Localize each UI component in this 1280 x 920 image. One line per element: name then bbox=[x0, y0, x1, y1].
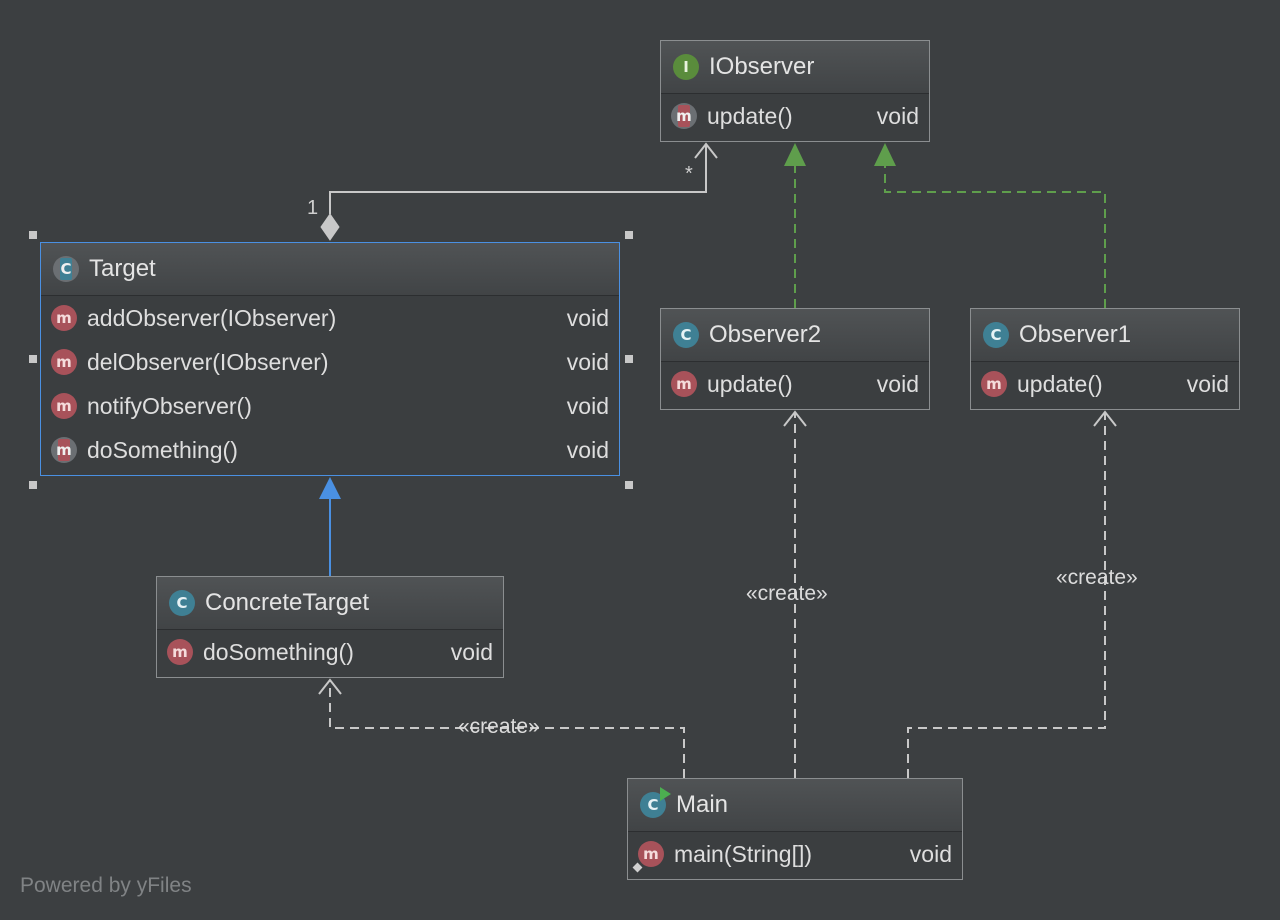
class-icon: C bbox=[983, 322, 1009, 348]
method-return-type: void bbox=[566, 348, 609, 375]
node-header: C Main bbox=[628, 779, 962, 832]
method-return-type: void bbox=[909, 840, 952, 867]
method-row[interactable]: m update() void bbox=[971, 362, 1239, 406]
class-icon: C bbox=[169, 590, 195, 616]
method-name: update() bbox=[1017, 370, 1103, 397]
method-name: doSomething() bbox=[203, 638, 354, 665]
visibility-icon bbox=[632, 862, 643, 873]
realization-arrowhead bbox=[784, 143, 806, 166]
resize-handle-bottom-right[interactable] bbox=[625, 481, 633, 489]
aggregation-edge[interactable] bbox=[320, 142, 718, 241]
node-title: IObserver bbox=[709, 53, 815, 80]
node-title: Observer1 bbox=[1019, 321, 1132, 348]
method-name: main(String[]) bbox=[674, 840, 813, 867]
interface-icon: I bbox=[673, 54, 699, 80]
method-name: notifyObserver() bbox=[87, 392, 252, 419]
method-return-type: void bbox=[876, 102, 919, 129]
realization-edge-observer1[interactable] bbox=[874, 143, 1106, 308]
create-edge-observer1[interactable] bbox=[907, 410, 1117, 778]
node-header: I IObserver bbox=[661, 41, 929, 94]
resize-handle-top-right[interactable] bbox=[625, 231, 633, 239]
resize-handle-left[interactable] bbox=[29, 355, 37, 363]
method-row[interactable]: m update() void bbox=[661, 362, 929, 406]
resize-handle-top-left[interactable] bbox=[29, 231, 37, 239]
create-label-observer2: «create» bbox=[746, 582, 828, 605]
aggregation-source-multiplicity: 1 bbox=[307, 197, 319, 219]
observer2-class-node[interactable]: C Observer2 m update() void bbox=[660, 308, 930, 410]
iobserver-interface-node[interactable]: I IObserver m update() void bbox=[660, 40, 930, 142]
static-method-icon: m bbox=[632, 841, 664, 873]
method-return-type: void bbox=[566, 392, 609, 419]
main-class-node[interactable]: C Main m main(String[]) void bbox=[627, 778, 963, 880]
aggregation-target-multiplicity: * bbox=[685, 163, 693, 185]
runnable-class-icon: C bbox=[640, 787, 671, 818]
target-class-node[interactable]: C Target m addObserver(IObserver) void m… bbox=[40, 242, 620, 476]
concrete-target-class-node[interactable]: C ConcreteTarget m doSomething() void bbox=[156, 576, 504, 678]
resize-handle-right[interactable] bbox=[625, 355, 633, 363]
node-header: C ConcreteTarget bbox=[157, 577, 503, 630]
node-header: C Target bbox=[41, 243, 619, 296]
create-label-concrete-target: «create» bbox=[458, 715, 540, 738]
abstract-method-icon: m bbox=[51, 437, 77, 463]
generalization-arrowhead bbox=[319, 477, 341, 499]
create-label-observer1: «create» bbox=[1056, 566, 1138, 589]
method-icon: m bbox=[981, 371, 1007, 397]
method-name: addObserver(IObserver) bbox=[87, 304, 337, 331]
method-icon: m bbox=[51, 305, 77, 331]
abstract-class-icon: C bbox=[53, 256, 79, 282]
aggregation-diamond bbox=[320, 213, 340, 241]
method-row[interactable]: m update() void bbox=[661, 94, 929, 138]
powered-by-footer: Powered by yFiles bbox=[20, 874, 192, 897]
method-row[interactable]: m main(String[]) void bbox=[628, 832, 962, 876]
method-return-type: void bbox=[1186, 370, 1229, 397]
node-title: Main bbox=[676, 791, 729, 818]
method-return-type: void bbox=[450, 638, 493, 665]
method-icon: m bbox=[671, 371, 697, 397]
method-name: delObserver(IObserver) bbox=[87, 348, 329, 375]
create-edge-concrete-target[interactable] bbox=[318, 678, 685, 778]
method-return-type: void bbox=[566, 304, 609, 331]
abstract-method-icon: m bbox=[671, 103, 697, 129]
generalization-edge[interactable] bbox=[319, 477, 341, 576]
method-return-type: void bbox=[566, 436, 609, 463]
method-row[interactable]: m notifyObserver() void bbox=[41, 384, 619, 428]
create-edge-observer2[interactable] bbox=[783, 410, 807, 778]
method-icon: m bbox=[51, 349, 77, 375]
method-name: doSomething() bbox=[87, 436, 238, 463]
method-row[interactable]: m doSomething() void bbox=[41, 428, 619, 472]
realization-arrowhead bbox=[874, 143, 896, 166]
run-marker-icon bbox=[660, 787, 671, 801]
method-name: update() bbox=[707, 370, 793, 397]
class-icon: C bbox=[673, 322, 699, 348]
method-row[interactable]: m delObserver(IObserver) void bbox=[41, 340, 619, 384]
method-row[interactable]: m doSomething() void bbox=[157, 630, 503, 674]
resize-handle-bottom-left[interactable] bbox=[29, 481, 37, 489]
node-header: C Observer2 bbox=[661, 309, 929, 362]
realization-edge-observer2[interactable] bbox=[784, 143, 806, 308]
method-icon: m bbox=[167, 639, 193, 665]
observer1-class-node[interactable]: C Observer1 m update() void bbox=[970, 308, 1240, 410]
method-name: update() bbox=[707, 102, 793, 129]
method-return-type: void bbox=[876, 370, 919, 397]
node-title: Observer2 bbox=[709, 321, 822, 348]
node-title: ConcreteTarget bbox=[205, 589, 370, 616]
method-row[interactable]: m addObserver(IObserver) void bbox=[41, 296, 619, 340]
method-icon: m bbox=[51, 393, 77, 419]
node-header: C Observer1 bbox=[971, 309, 1239, 362]
node-title: Target bbox=[89, 255, 156, 282]
